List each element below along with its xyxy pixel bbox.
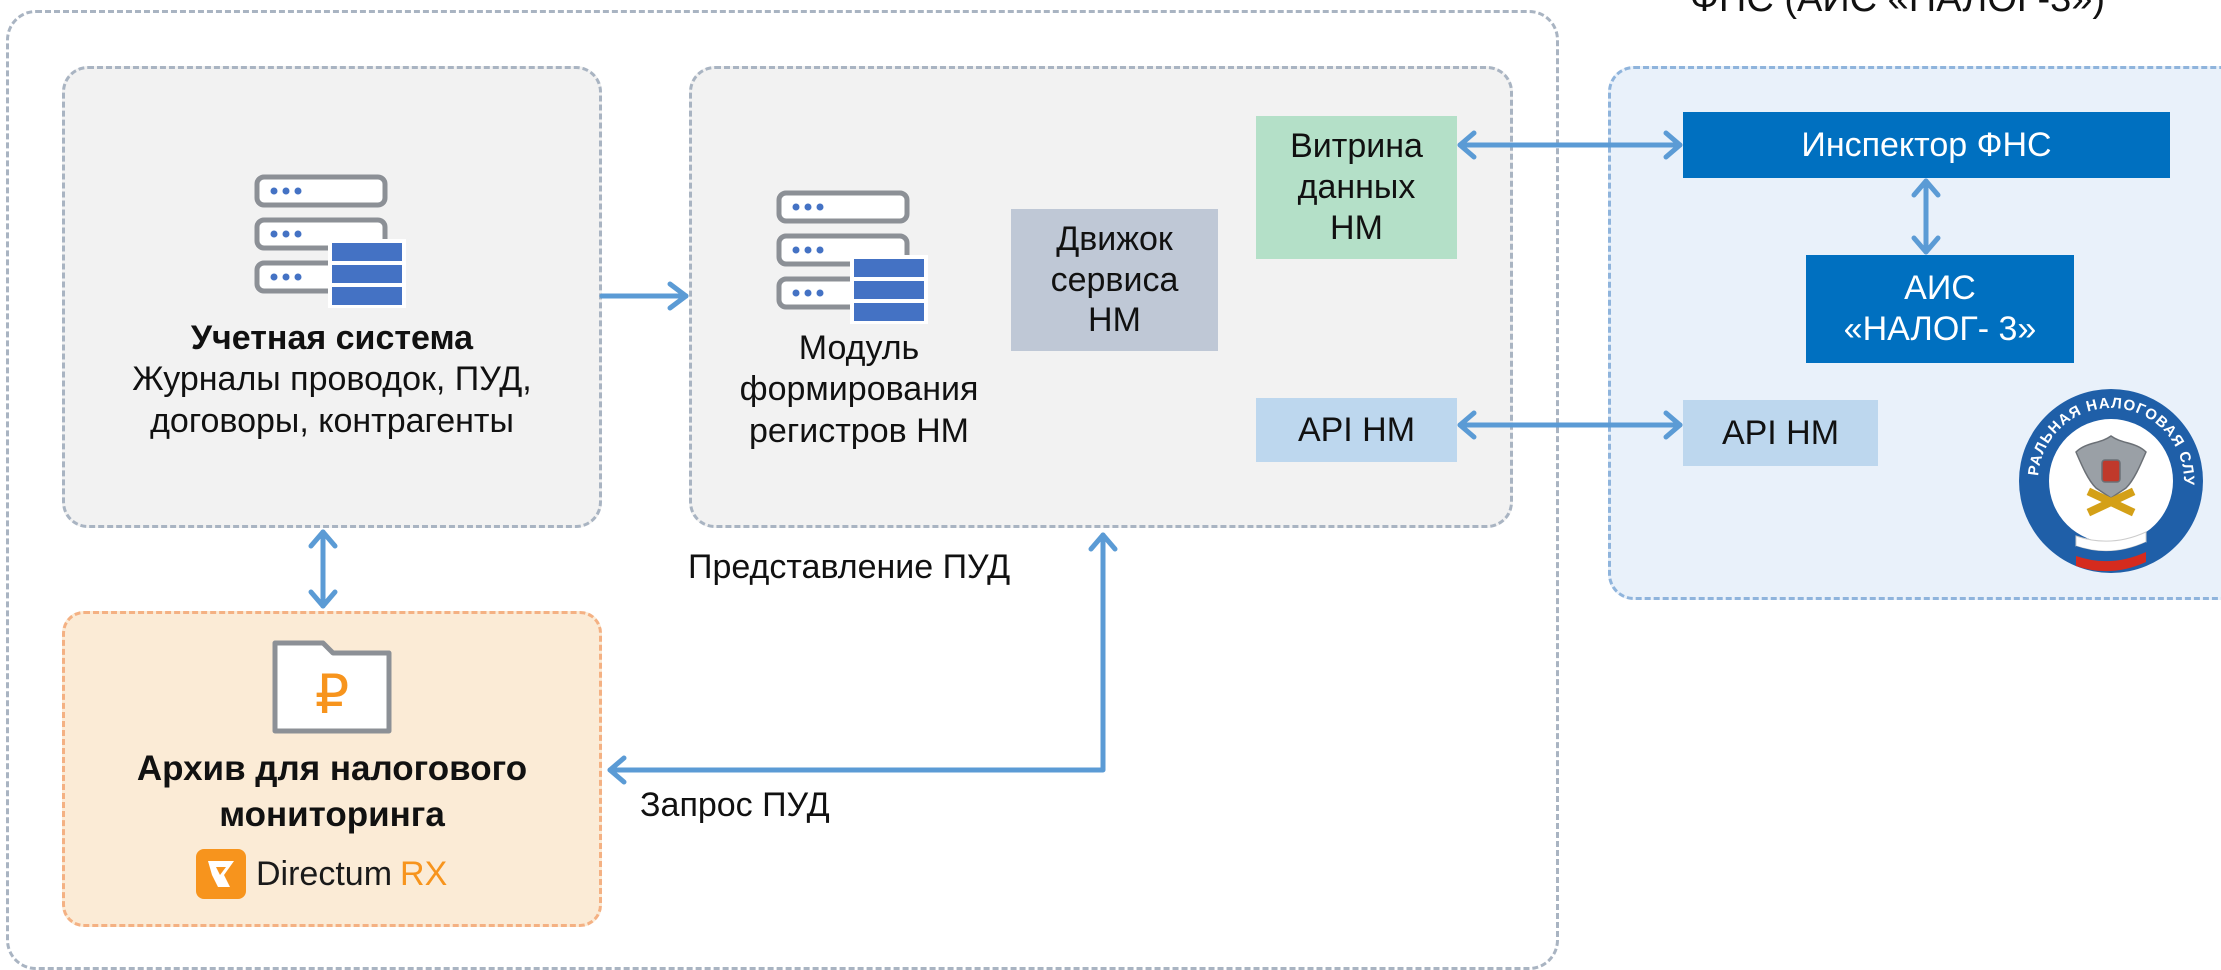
directum-logo: Directum RX (196, 848, 447, 900)
fns-emblem-icon: ФЕДЕРАЛЬНАЯ НАЛОГОВАЯ СЛУЖБА (2016, 386, 2203, 573)
ais-line-2: «НАЛОГ- 3» (1843, 310, 2037, 348)
api-box-fns: API НМ (1683, 400, 1878, 466)
module-label: Модуль формирования регистров НМ (694, 328, 1024, 452)
ruble-symbol: ₽ (315, 663, 349, 726)
server-icon (254, 174, 406, 308)
data-showcase-line-2: данных (1297, 168, 1416, 207)
directum-name: Directum (256, 854, 393, 893)
accounting-system-label: Учетная система Журналы проводок, ПУД, д… (62, 318, 602, 442)
inspector-box: Инспектор ФНС (1683, 112, 2170, 178)
module-line-1: Модуль (798, 329, 920, 367)
api-box-module: API НМ (1256, 398, 1457, 462)
module-line-3: регистров НМ (749, 411, 969, 450)
archive-line-1: Архив для налогового (136, 749, 528, 788)
data-showcase-line-1: Витрина (1290, 127, 1423, 166)
fns-title: ФНС (АИС «НАЛОГ-3») (1690, 0, 2105, 21)
ruble-folder-icon: ₽ (272, 640, 392, 734)
archive-line-2: мониторинга (219, 794, 445, 834)
archive-label: Архив для налогового мониторинга (62, 746, 602, 837)
directum-suffix: RX (400, 854, 448, 893)
server-icon (776, 190, 928, 324)
module-line-2: формирования (739, 370, 979, 409)
engine-line-2: сервиса (1050, 260, 1179, 299)
pud-view-caption: Представление ПУД (688, 548, 1011, 586)
accounting-system-line-2: договоры, контрагенты (150, 401, 514, 440)
directum-logo-icon (196, 849, 246, 899)
ais-box: АИС «НАЛОГ- 3» (1806, 255, 2074, 363)
data-showcase-line-3: НМ (1330, 208, 1383, 247)
engine-line-1: Движок (1056, 219, 1173, 258)
engine-box: Движок сервиса НМ (1011, 209, 1218, 351)
ais-line-1: АИС (1904, 269, 1976, 308)
data-showcase-box: Витрина данных НМ (1256, 116, 1457, 259)
accounting-system-line-1: Журналы проводок, ПУД, (132, 360, 532, 399)
pud-request-caption: Запрос ПУД (640, 786, 830, 824)
engine-line-3: НМ (1088, 301, 1141, 340)
accounting-system-title: Учетная система (190, 319, 474, 357)
